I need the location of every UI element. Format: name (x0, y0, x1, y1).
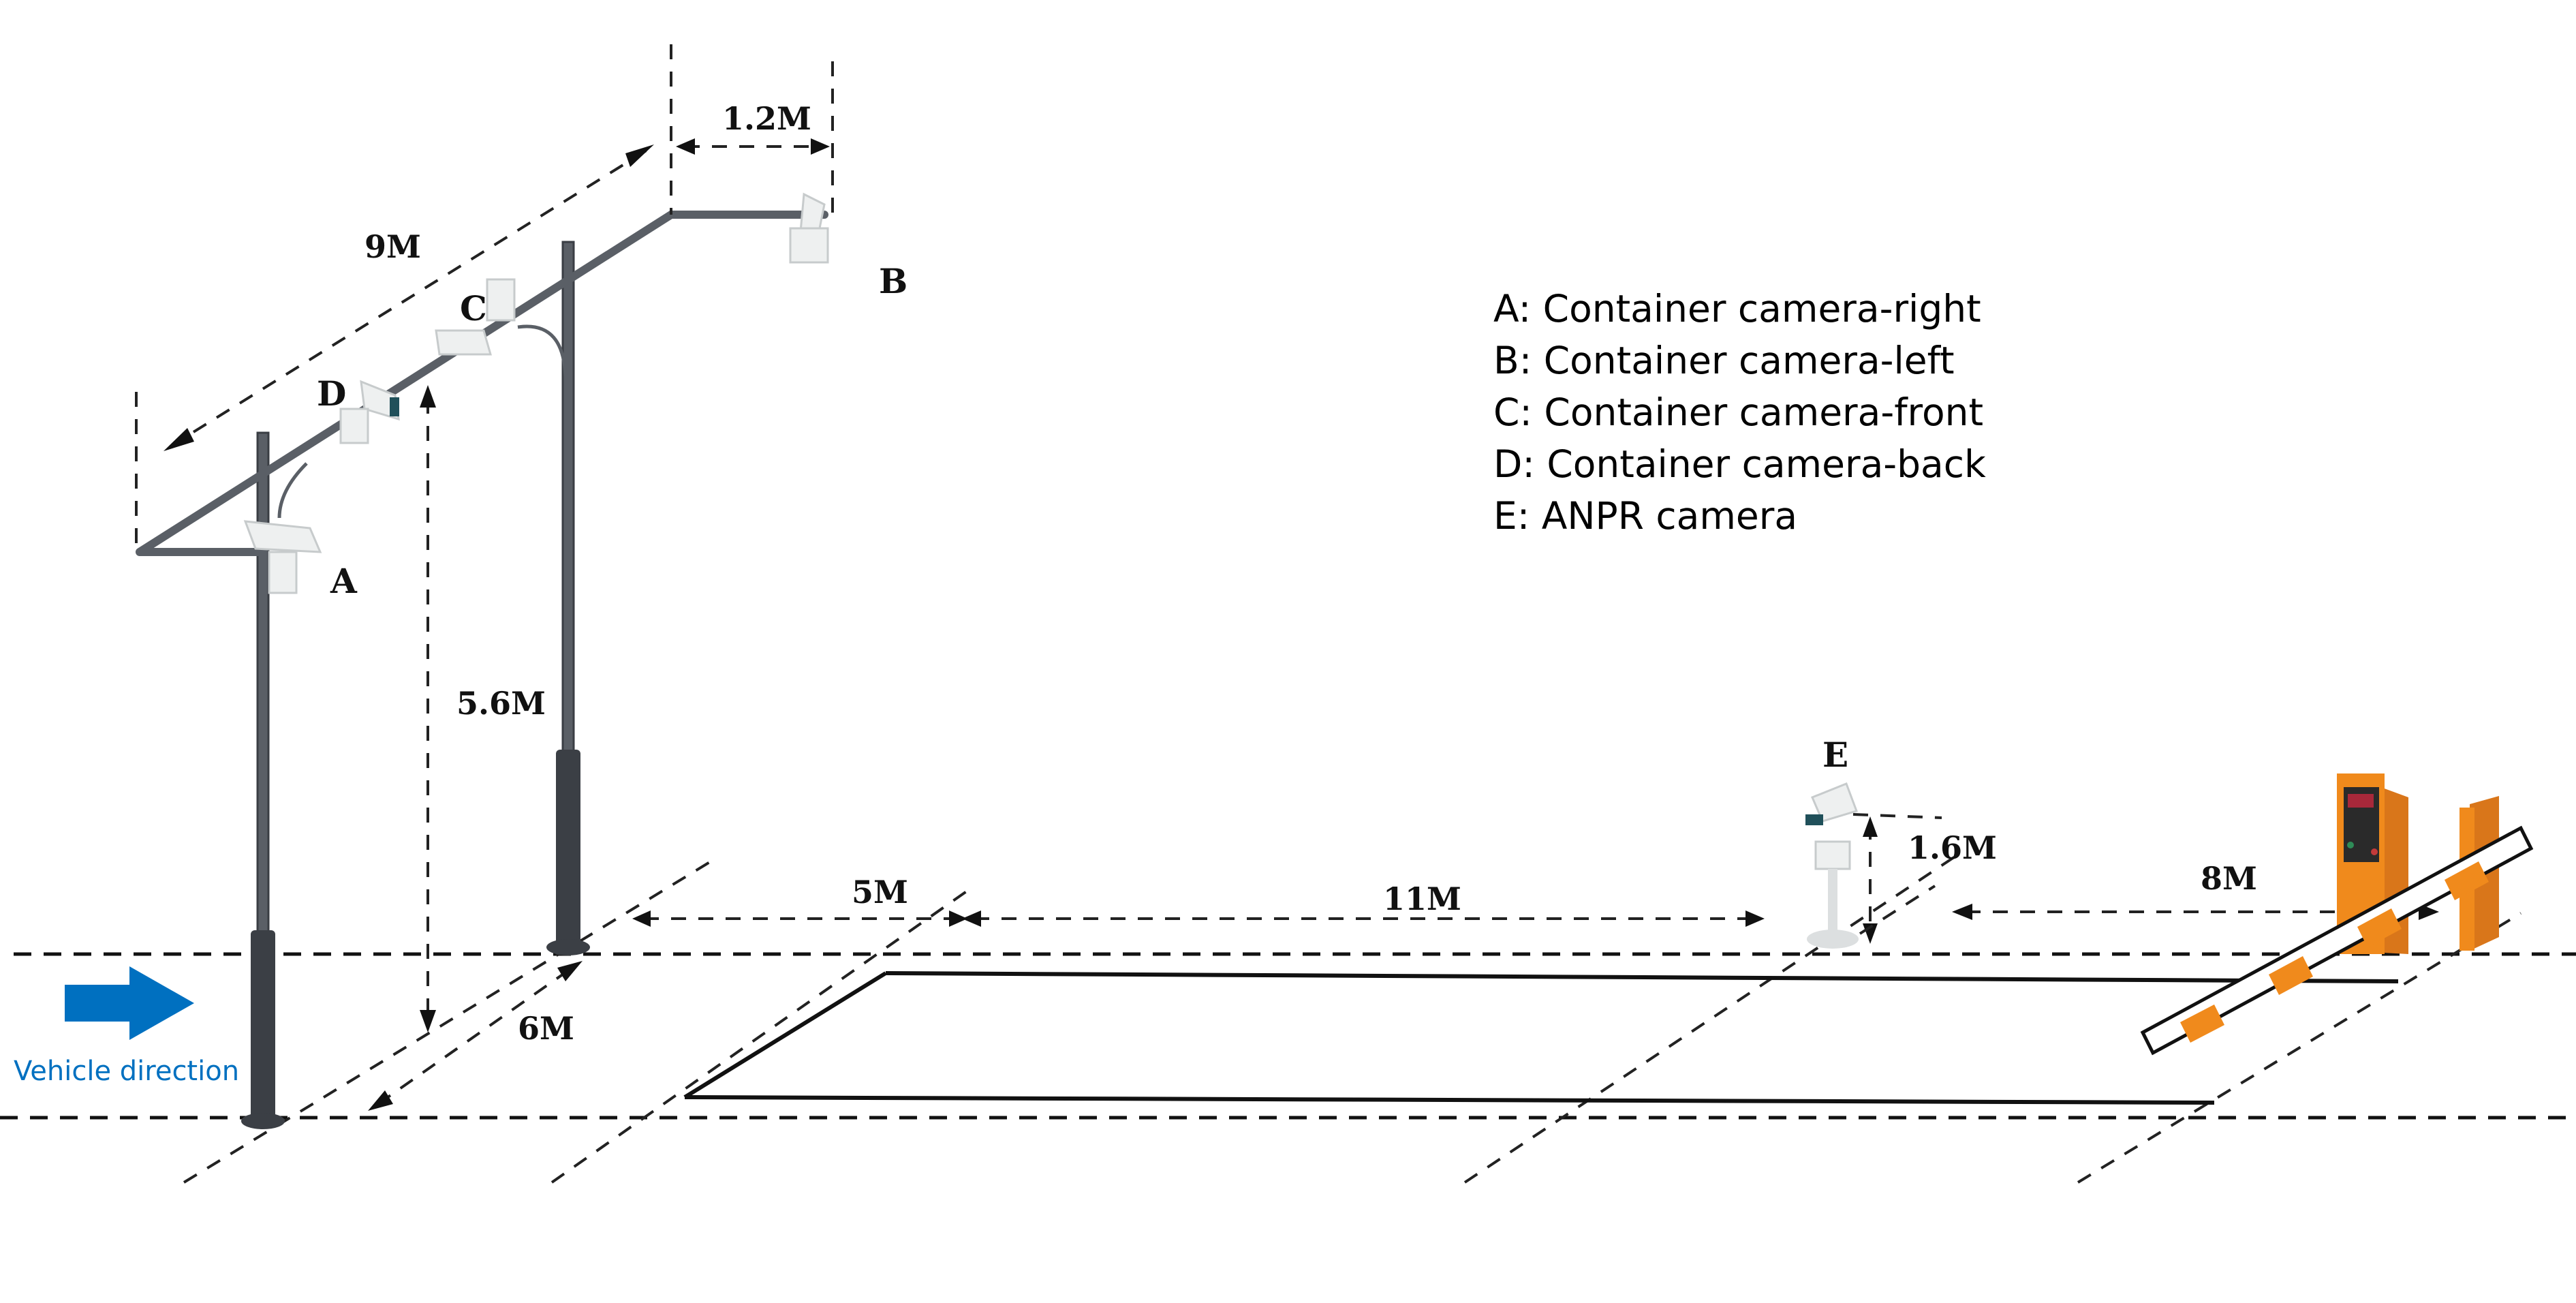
dim-5m-arrow-right (949, 910, 967, 927)
legend-item-a: A: Container camera-right (1493, 287, 1981, 331)
dim-6m-arrow-upper (557, 961, 583, 981)
camera-label-e: E (1822, 735, 1848, 775)
dim-1-6m-diagonal (1859, 885, 1936, 935)
dim-label-9m: 9M (364, 228, 421, 265)
pole-right (546, 241, 590, 955)
camera-a-icon (243, 520, 322, 594)
camera-d-icon (339, 380, 400, 444)
barrier-arm (2140, 825, 2534, 1056)
cable-right (517, 324, 568, 382)
dim-9m-line (169, 149, 649, 448)
dim-8m-arrow-left (1952, 904, 1972, 920)
camera-label-b: B (879, 261, 907, 301)
dim-6m-arrow-lower (368, 1090, 393, 1111)
dim-1-6m-top-extension (1852, 813, 1942, 819)
dim-5-6m-arrow-top (420, 385, 436, 408)
dim-5m-arrow-left (632, 910, 651, 927)
dim-9m-arrow-right (625, 144, 654, 167)
gantry-arm (136, 211, 828, 556)
dim-1-6m-arrow-top (1863, 816, 1878, 837)
dim-5-6m-arrow-bottom (420, 1010, 436, 1032)
dim-label-5-6m: 5.6M (456, 685, 546, 722)
vehicle-direction-arrow-icon (65, 966, 194, 1040)
cross-line-4 (2077, 912, 2522, 1184)
cross-line-3 (1463, 850, 1964, 1184)
dim-6m-line (377, 966, 574, 1105)
camera-label-c: C (460, 288, 487, 328)
dim-11m-arrow-left (962, 910, 981, 927)
legend-item-e: E: ANPR camera (1493, 494, 1797, 538)
legend-item-b: B: Container camera-left (1493, 339, 1955, 382)
zone-edge-top (885, 971, 2399, 983)
dim-9m-arrow-left (164, 428, 194, 451)
legend: A: Container camera-right B: Container c… (1493, 287, 1986, 538)
dim-1-2m-arrow-left (676, 138, 695, 155)
zone-edge-left (683, 971, 887, 1099)
zone-edge-bottom (684, 1095, 2215, 1105)
dim-label-8m: 8M (2201, 860, 2257, 897)
cross-line-1 (183, 857, 717, 1184)
dim-label-1-2m: 1.2M (722, 100, 811, 137)
vehicle-direction-label: Vehicle direction (14, 1056, 239, 1087)
camera-c-icon (435, 278, 516, 356)
dim-11m-arrow-right (1745, 910, 1765, 927)
camera-label-a: A (330, 561, 358, 601)
dim-label-11m: 11M (1383, 880, 1461, 917)
dim-label-6m: 6M (518, 1010, 574, 1047)
dim-1-2m-arrow-right (811, 138, 830, 155)
legend-item-d: D: Container camera-back (1493, 442, 1986, 486)
pole-left (241, 431, 285, 1129)
legend-item-c: C: Container camera-front (1493, 390, 1983, 434)
cable-left (277, 462, 308, 519)
camera-label-d: D (317, 373, 346, 414)
camera-b-icon (789, 192, 829, 264)
cross-line-2 (550, 885, 976, 1184)
dim-label-1-6m: 1.6M (1908, 829, 1997, 866)
camera-e-icon (1805, 782, 1859, 949)
dim-label-5m: 5M (852, 874, 908, 910)
